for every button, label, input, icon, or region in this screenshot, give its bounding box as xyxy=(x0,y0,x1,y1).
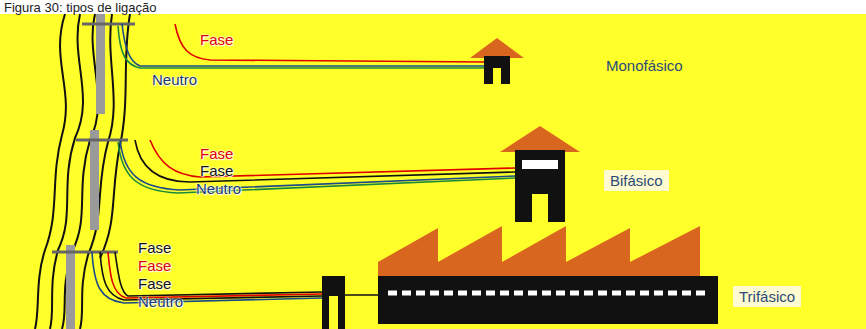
crossarms xyxy=(52,24,135,252)
service-wires xyxy=(92,24,515,303)
wire-name: Neutro xyxy=(196,181,241,196)
wire-name: Fase xyxy=(200,163,233,178)
wire-name: Neutro xyxy=(138,294,183,309)
house-single-phase xyxy=(470,38,524,84)
figure-title: Figura 30: tipos de ligação xyxy=(4,1,156,14)
connection-type: Trifásico xyxy=(733,286,801,307)
pole-cables xyxy=(35,14,130,329)
background xyxy=(0,14,866,329)
wire-name: Fase xyxy=(138,276,171,291)
connection-type: Bifásico xyxy=(604,170,669,191)
wire-name: Fase xyxy=(200,146,233,161)
connection-type: Monofásico xyxy=(600,55,689,76)
factory-three-phase xyxy=(322,226,718,329)
house-two-phase xyxy=(500,126,580,222)
wire-name: Fase xyxy=(138,240,171,255)
poles xyxy=(66,14,105,329)
wire-name: Neutro xyxy=(152,72,197,87)
wire-name: Fase xyxy=(138,258,171,273)
wire-name: Fase xyxy=(200,32,233,47)
